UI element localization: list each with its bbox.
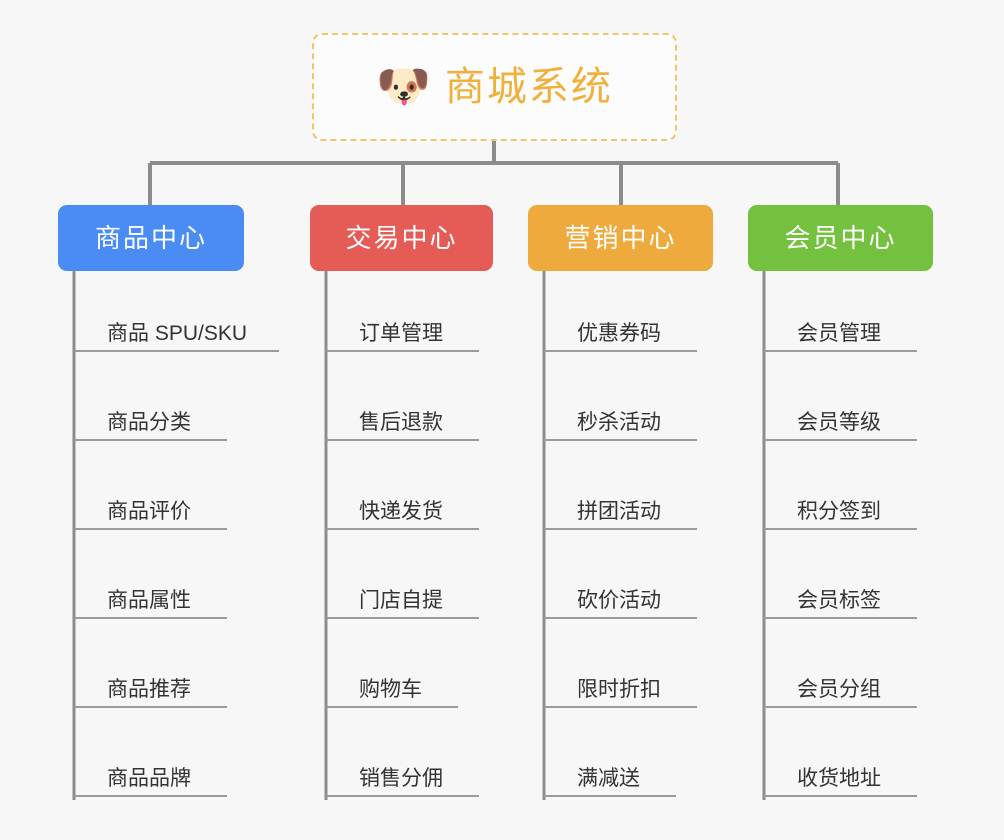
leaf-item[interactable]: 商品推荐 [74,668,227,708]
leaf-item[interactable]: 满减送 [544,757,676,797]
branch-node-交易中心[interactable]: 交易中心 [310,205,493,271]
leaf-item[interactable]: 积分签到 [764,490,917,530]
leaf-label: 商品评价 [107,500,191,523]
leaf-label: 订单管理 [359,322,443,345]
leaf-item[interactable]: 砍价活动 [544,579,697,619]
branch-node-营销中心[interactable]: 营销中心 [528,205,713,271]
leaf-item[interactable]: 优惠券码 [544,312,697,352]
leaf-label: 购物车 [359,678,422,701]
leaf-item[interactable]: 订单管理 [326,312,479,352]
leaf-label: 砍价活动 [577,589,661,612]
leaf-label: 商品 SPU/SKU [107,322,248,345]
leaf-label: 拼团活动 [577,500,661,523]
branch-node-商品中心[interactable]: 商品中心 [58,205,244,271]
leaf-label: 销售分佣 [359,767,443,790]
branch-label: 营销中心 [564,223,677,253]
leaf-item[interactable]: 商品属性 [74,579,227,619]
leaf-item[interactable]: 商品品牌 [74,757,227,797]
leaf-label: 优惠券码 [577,322,661,345]
leaf-item[interactable]: 拼团活动 [544,490,697,530]
dog-face-emoji-icon: 🐶 [376,61,431,112]
leaf-label: 商品分类 [107,411,191,434]
leaf-label: 商品推荐 [107,678,191,701]
leaf-label: 会员分组 [797,678,881,701]
leaf-item[interactable]: 销售分佣 [326,757,479,797]
leaf-item[interactable]: 商品评价 [74,490,227,530]
leaf-label: 商品品牌 [107,767,191,790]
leaf-item[interactable]: 会员等级 [764,401,917,441]
leaf-label: 秒杀活动 [577,411,661,434]
leaf-item[interactable]: 会员分组 [764,668,917,708]
leaf-label: 积分签到 [797,500,881,523]
leaf-label: 收货地址 [797,767,881,790]
leaf-item[interactable]: 收货地址 [764,757,917,797]
leaf-label: 满减送 [577,767,640,790]
branch-label: 会员中心 [784,223,897,253]
leaf-label: 商品属性 [107,589,191,612]
leaf-item[interactable]: 快递发货 [326,490,479,530]
branch-node-会员中心[interactable]: 会员中心 [748,205,933,271]
branch-label: 商品中心 [94,223,207,253]
leaf-item[interactable]: 限时折扣 [544,668,697,708]
leaf-item[interactable]: 售后退款 [326,401,479,441]
leaf-label: 会员等级 [797,411,881,434]
leaf-label: 快递发货 [359,500,443,523]
leaf-item[interactable]: 商品 SPU/SKU [74,312,279,352]
root-node[interactable]: 🐶 商城系统 [312,33,677,141]
leaf-item[interactable]: 购物车 [326,668,458,708]
leaf-label: 限时折扣 [577,678,661,701]
leaf-item[interactable]: 会员管理 [764,312,917,352]
leaf-label: 会员管理 [797,322,881,345]
leaf-item[interactable]: 秒杀活动 [544,401,697,441]
root-title: 商城系统 [444,65,613,109]
leaf-item[interactable]: 会员标签 [764,579,917,619]
leaf-item[interactable]: 门店自提 [326,579,479,619]
leaf-label: 会员标签 [797,589,881,612]
leaf-item[interactable]: 商品分类 [74,401,227,441]
leaf-label: 门店自提 [359,589,443,612]
branch-label: 交易中心 [345,223,458,253]
leaf-label: 售后退款 [359,411,443,434]
